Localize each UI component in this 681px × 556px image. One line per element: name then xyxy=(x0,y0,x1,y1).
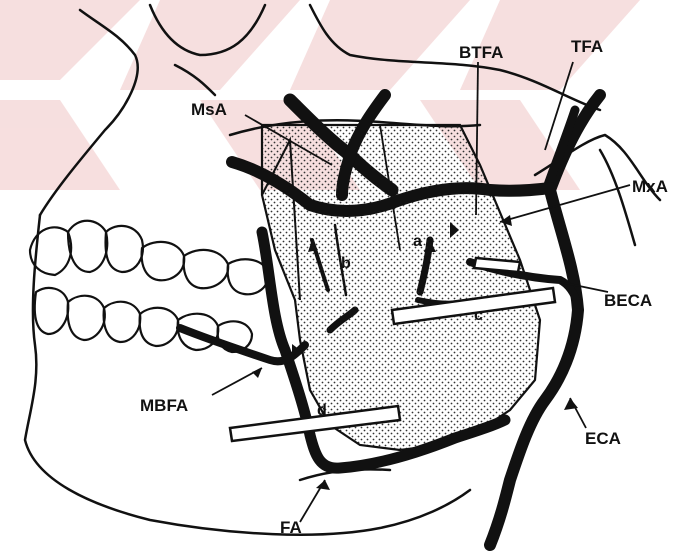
label-beca: BECA xyxy=(604,291,652,310)
label-mbfa: MBFA xyxy=(140,396,188,415)
label-a: a xyxy=(413,233,422,250)
label-c: c xyxy=(474,307,483,324)
label-d: d xyxy=(317,402,327,419)
label-mxa: MxA xyxy=(632,177,668,196)
label-tfa: TFA xyxy=(571,37,603,56)
label-fa: FA xyxy=(280,518,302,537)
label-eca: ECA xyxy=(585,429,621,448)
label-msa: MsA xyxy=(191,100,227,119)
teeth xyxy=(30,221,268,352)
label-btfa: BTFA xyxy=(459,43,503,62)
label-b: b xyxy=(341,255,351,272)
